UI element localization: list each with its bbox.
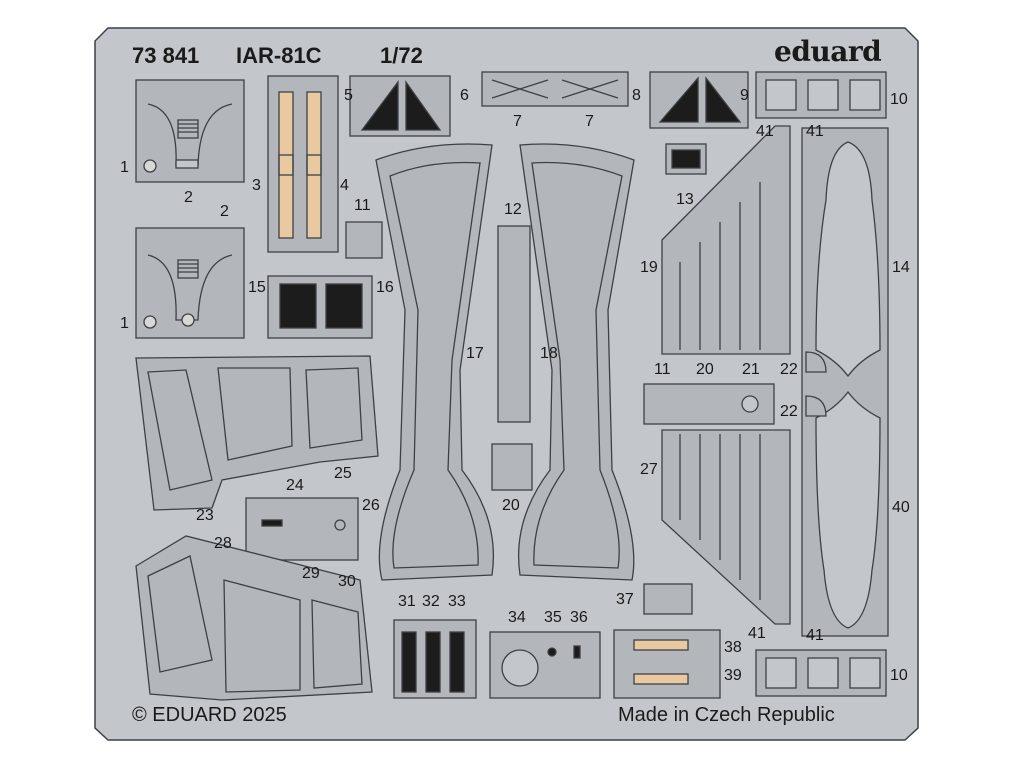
- part-label: 41: [806, 627, 824, 644]
- part-label: 32: [422, 593, 440, 610]
- part-label: 11: [654, 361, 671, 378]
- part-label: 25: [334, 465, 352, 482]
- part-label: 22: [780, 403, 798, 420]
- part-label: 20: [502, 497, 520, 514]
- part-11-top: [345, 221, 383, 259]
- part-label: 6: [460, 87, 469, 104]
- part-label: 30: [338, 573, 356, 590]
- part-label: 36: [570, 609, 588, 626]
- part-12: [497, 225, 531, 423]
- part-label: 27: [640, 461, 658, 478]
- part-label: 22: [780, 361, 798, 378]
- part-37: [643, 583, 693, 615]
- instrument-panel-9: [649, 71, 749, 129]
- part-label: 41: [806, 123, 824, 140]
- part-26: [245, 497, 359, 561]
- parts-11-20-21: [643, 383, 775, 425]
- parts-28-29-30: [135, 535, 373, 701]
- parts-31-32-33: [393, 619, 477, 699]
- parts-10-41-top: [755, 71, 887, 119]
- part-label: 13: [676, 191, 694, 208]
- part-label: 10: [890, 667, 908, 684]
- part-label: 24: [286, 477, 304, 494]
- part-label: 41: [748, 625, 766, 642]
- part-label: 18: [540, 345, 558, 362]
- part-label: 38: [724, 639, 742, 656]
- part-label: 14: [892, 259, 910, 276]
- seat-part-2-top: [135, 79, 245, 183]
- fuselage-part-17: [375, 143, 495, 581]
- part-label: 34: [508, 609, 526, 626]
- part-label: 33: [448, 593, 466, 610]
- belts-38-39: [613, 629, 721, 699]
- panels-15-16: [267, 275, 373, 339]
- fuselage-part-18: [517, 143, 635, 581]
- part-label: 11: [354, 197, 371, 214]
- canopy-frame-14-40: [801, 127, 889, 637]
- scale: 1/72: [380, 43, 423, 68]
- part-label: 20: [696, 361, 714, 378]
- part-label: 23: [196, 507, 214, 524]
- clip-22a: [805, 351, 827, 373]
- part-label: 9: [740, 87, 749, 104]
- part-13: [665, 143, 707, 175]
- part-label: 31: [398, 593, 416, 610]
- parts-34-35-36: [489, 631, 601, 699]
- origin-text: Made in Czech Republic: [618, 704, 835, 726]
- clip-22b: [805, 395, 827, 417]
- part-label: 1: [120, 159, 129, 176]
- part-label: 35: [544, 609, 562, 626]
- parts-10-41-bottom: [755, 649, 887, 697]
- part-label: 41: [756, 123, 774, 140]
- part-27: [661, 429, 791, 625]
- brand-logo: eduard: [774, 35, 882, 68]
- part-label: 7: [513, 113, 522, 130]
- part-label: 2: [220, 203, 229, 220]
- part-label: 8: [632, 87, 641, 104]
- part-label: 15: [248, 279, 266, 296]
- part-label: 7: [585, 113, 594, 130]
- part-label: 10: [890, 91, 908, 108]
- part-19: [661, 125, 791, 355]
- copyright-text: © EDUARD 2025: [132, 704, 287, 726]
- model-name: IAR-81C: [236, 43, 322, 68]
- part-label: 4: [340, 177, 349, 194]
- part-label: 26: [362, 497, 380, 514]
- part-label: 39: [724, 667, 742, 684]
- seat-belts-3-4: [267, 75, 339, 253]
- parts-7: [481, 71, 629, 107]
- part-label: 2: [184, 189, 193, 206]
- part-label: 40: [892, 499, 910, 516]
- part-label: 21: [742, 361, 760, 378]
- part-20-small: [491, 443, 533, 491]
- part-label: 5: [344, 87, 353, 104]
- parts-23-24-25: [135, 355, 379, 511]
- part-label: 16: [376, 279, 394, 296]
- part-label: 29: [302, 565, 320, 582]
- set-code: 73 841: [132, 43, 200, 68]
- seat-part-2-bottom: [135, 227, 245, 339]
- instrument-panel-5-6: [349, 75, 451, 137]
- part-label: 19: [640, 259, 658, 276]
- part-label: 1: [120, 315, 129, 332]
- part-label: 17: [466, 345, 484, 362]
- part-label: 37: [616, 591, 634, 608]
- part-label: 28: [214, 535, 232, 552]
- part-label: 12: [504, 201, 522, 218]
- part-label: 3: [252, 177, 261, 194]
